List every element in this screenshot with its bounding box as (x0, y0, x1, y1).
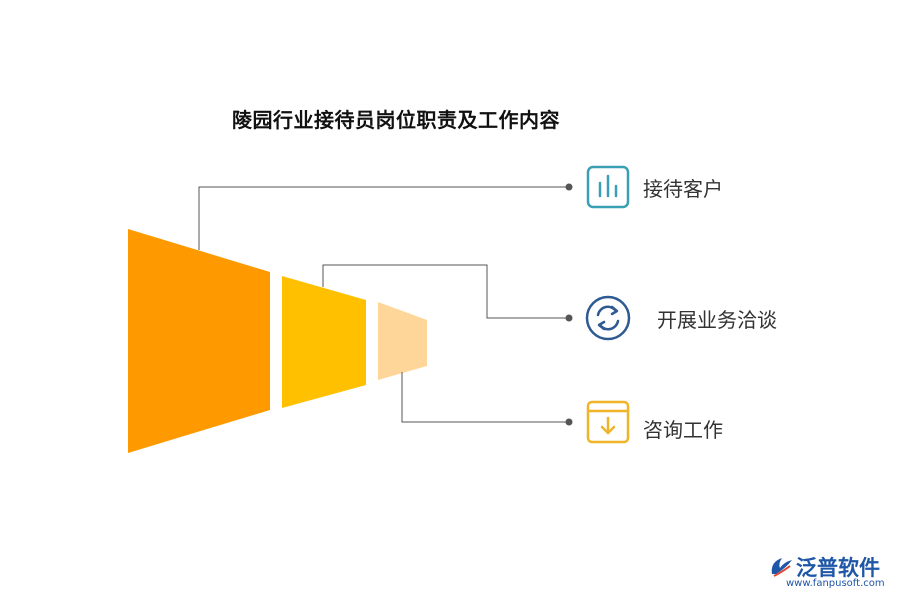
brand-watermark: 泛普软件 www.fanpusoft.com (768, 552, 894, 596)
download-box-icon (586, 400, 630, 444)
connector-dot-1 (565, 183, 573, 191)
brand-url: www.fanpusoft.com (786, 578, 885, 589)
connector-line-1 (198, 186, 567, 250)
item-label-consulting: 咨询工作 (643, 418, 723, 442)
diagram-title: 陵园行业接待员岗位职责及工作内容 (232, 108, 560, 132)
brand-name: 泛普软件 (796, 556, 880, 580)
brand-logo-icon (771, 558, 792, 577)
funnel-segment-small (378, 302, 427, 380)
connector-line-3 (401, 372, 567, 423)
connector-dot-3 (565, 418, 573, 426)
refresh-icon (585, 295, 631, 341)
bar-chart-icon (586, 165, 630, 209)
funnel-segment-large (128, 229, 270, 453)
connector-dot-2 (565, 314, 573, 322)
item-label-reception: 接待客户 (643, 177, 723, 201)
connector-line-2 (322, 264, 567, 319)
funnel-segment-medium (282, 276, 366, 408)
item-label-business-negotiation: 开展业务洽谈 (657, 308, 777, 332)
